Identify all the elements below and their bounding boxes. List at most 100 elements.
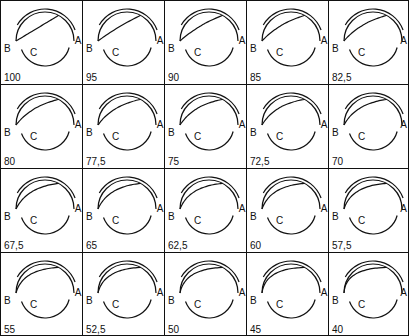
- deformed-curve: [16, 99, 59, 125]
- figure-panel: BCA77,5: [82, 84, 166, 170]
- inner-arc: [350, 131, 398, 150]
- point-label: C: [358, 216, 365, 226]
- point-label: A: [239, 36, 246, 46]
- inner-arc: [22, 299, 70, 318]
- deformed-curve: [16, 267, 59, 293]
- value-label: 95: [86, 73, 97, 83]
- figure-panel: BCA50: [164, 252, 248, 336]
- point-label: C: [30, 48, 37, 58]
- point-label: B: [332, 44, 339, 54]
- point-label: B: [250, 44, 257, 54]
- value-label: 57,5: [332, 241, 351, 251]
- point-label: A: [75, 288, 82, 298]
- value-label: 72,5: [250, 157, 269, 167]
- point-label: A: [239, 204, 246, 214]
- point-label: C: [358, 132, 365, 142]
- deformed-curve: [98, 99, 141, 125]
- inner-arc: [186, 299, 234, 318]
- deformed-curve: [98, 15, 141, 41]
- point-label: A: [157, 36, 164, 46]
- point-label: A: [321, 288, 328, 298]
- inner-arc: [22, 131, 70, 150]
- double-arc: [345, 177, 403, 198]
- inner-arc: [186, 47, 234, 66]
- double-arc: [17, 177, 75, 198]
- curve-drawing: [1, 253, 83, 336]
- value-label: 85: [250, 73, 261, 83]
- inner-arc: [350, 47, 398, 66]
- curve-drawing: [247, 253, 329, 336]
- point-label: A: [321, 120, 328, 130]
- point-label: A: [400, 288, 407, 298]
- inner-arc: [186, 131, 234, 150]
- value-label: 50: [168, 325, 179, 335]
- point-label: B: [168, 296, 175, 306]
- deformed-curve: [262, 183, 305, 209]
- figure-panel: BCA90: [164, 0, 248, 86]
- double-arc: [99, 261, 157, 282]
- value-label: 70: [332, 157, 343, 167]
- double-arc: [181, 9, 239, 30]
- figure-panel: BCA57,5: [328, 168, 409, 254]
- figure-panel: BCA70: [328, 84, 409, 170]
- point-label: A: [239, 288, 246, 298]
- value-label: 55: [4, 325, 15, 335]
- point-label: C: [358, 300, 365, 310]
- figure-panel: BCA75: [164, 84, 248, 170]
- deformed-curve: [98, 183, 141, 209]
- figure-panel: BCA45: [246, 252, 330, 336]
- point-label: C: [112, 216, 119, 226]
- value-label: 80: [4, 157, 15, 167]
- point-label: B: [250, 212, 257, 222]
- point-label: C: [194, 216, 201, 226]
- point-label: A: [157, 288, 164, 298]
- point-label: C: [276, 300, 283, 310]
- inner-arc: [350, 299, 398, 318]
- deformed-curve: [180, 99, 223, 125]
- figure-panel: BCA55: [0, 252, 84, 336]
- figure-panel: BCA72,5: [246, 84, 330, 170]
- figure-panel: BCA67,5: [0, 168, 84, 254]
- figure-panel: BCA80: [0, 84, 84, 170]
- point-label: B: [168, 212, 175, 222]
- value-label: 75: [168, 157, 179, 167]
- point-label: C: [112, 132, 119, 142]
- point-label: A: [75, 120, 82, 130]
- double-arc: [99, 93, 157, 114]
- double-arc: [17, 261, 75, 282]
- point-label: B: [4, 128, 11, 138]
- double-arc: [99, 9, 157, 30]
- point-label: B: [250, 296, 257, 306]
- point-label: B: [4, 44, 11, 54]
- point-label: B: [86, 212, 93, 222]
- deformed-curve: [16, 183, 59, 209]
- point-label: B: [4, 296, 11, 306]
- inner-arc: [186, 215, 234, 234]
- inner-arc: [268, 215, 316, 234]
- figure-panel: BCA52,5: [82, 252, 166, 336]
- value-label: 82,5: [332, 73, 351, 83]
- double-arc: [17, 9, 75, 30]
- deformed-curve: [180, 267, 223, 293]
- point-label: A: [400, 36, 407, 46]
- inner-arc: [350, 215, 398, 234]
- point-label: A: [75, 204, 82, 214]
- figure-panel: BCA82,5: [328, 0, 409, 86]
- value-label: 65: [86, 241, 97, 251]
- double-arc: [345, 261, 403, 282]
- inner-arc: [104, 215, 152, 234]
- point-label: A: [400, 204, 407, 214]
- deformed-curve: [262, 267, 305, 293]
- inner-arc: [268, 47, 316, 66]
- point-label: C: [112, 300, 119, 310]
- point-label: C: [276, 48, 283, 58]
- inner-arc: [104, 299, 152, 318]
- figure-panel: BCA62,5: [164, 168, 248, 254]
- figure-panel: BCA65: [82, 168, 166, 254]
- point-label: C: [276, 132, 283, 142]
- value-label: 100: [4, 73, 21, 83]
- deformed-curve: [344, 15, 387, 41]
- point-label: B: [332, 128, 339, 138]
- figure-panel: BCA40: [328, 252, 409, 336]
